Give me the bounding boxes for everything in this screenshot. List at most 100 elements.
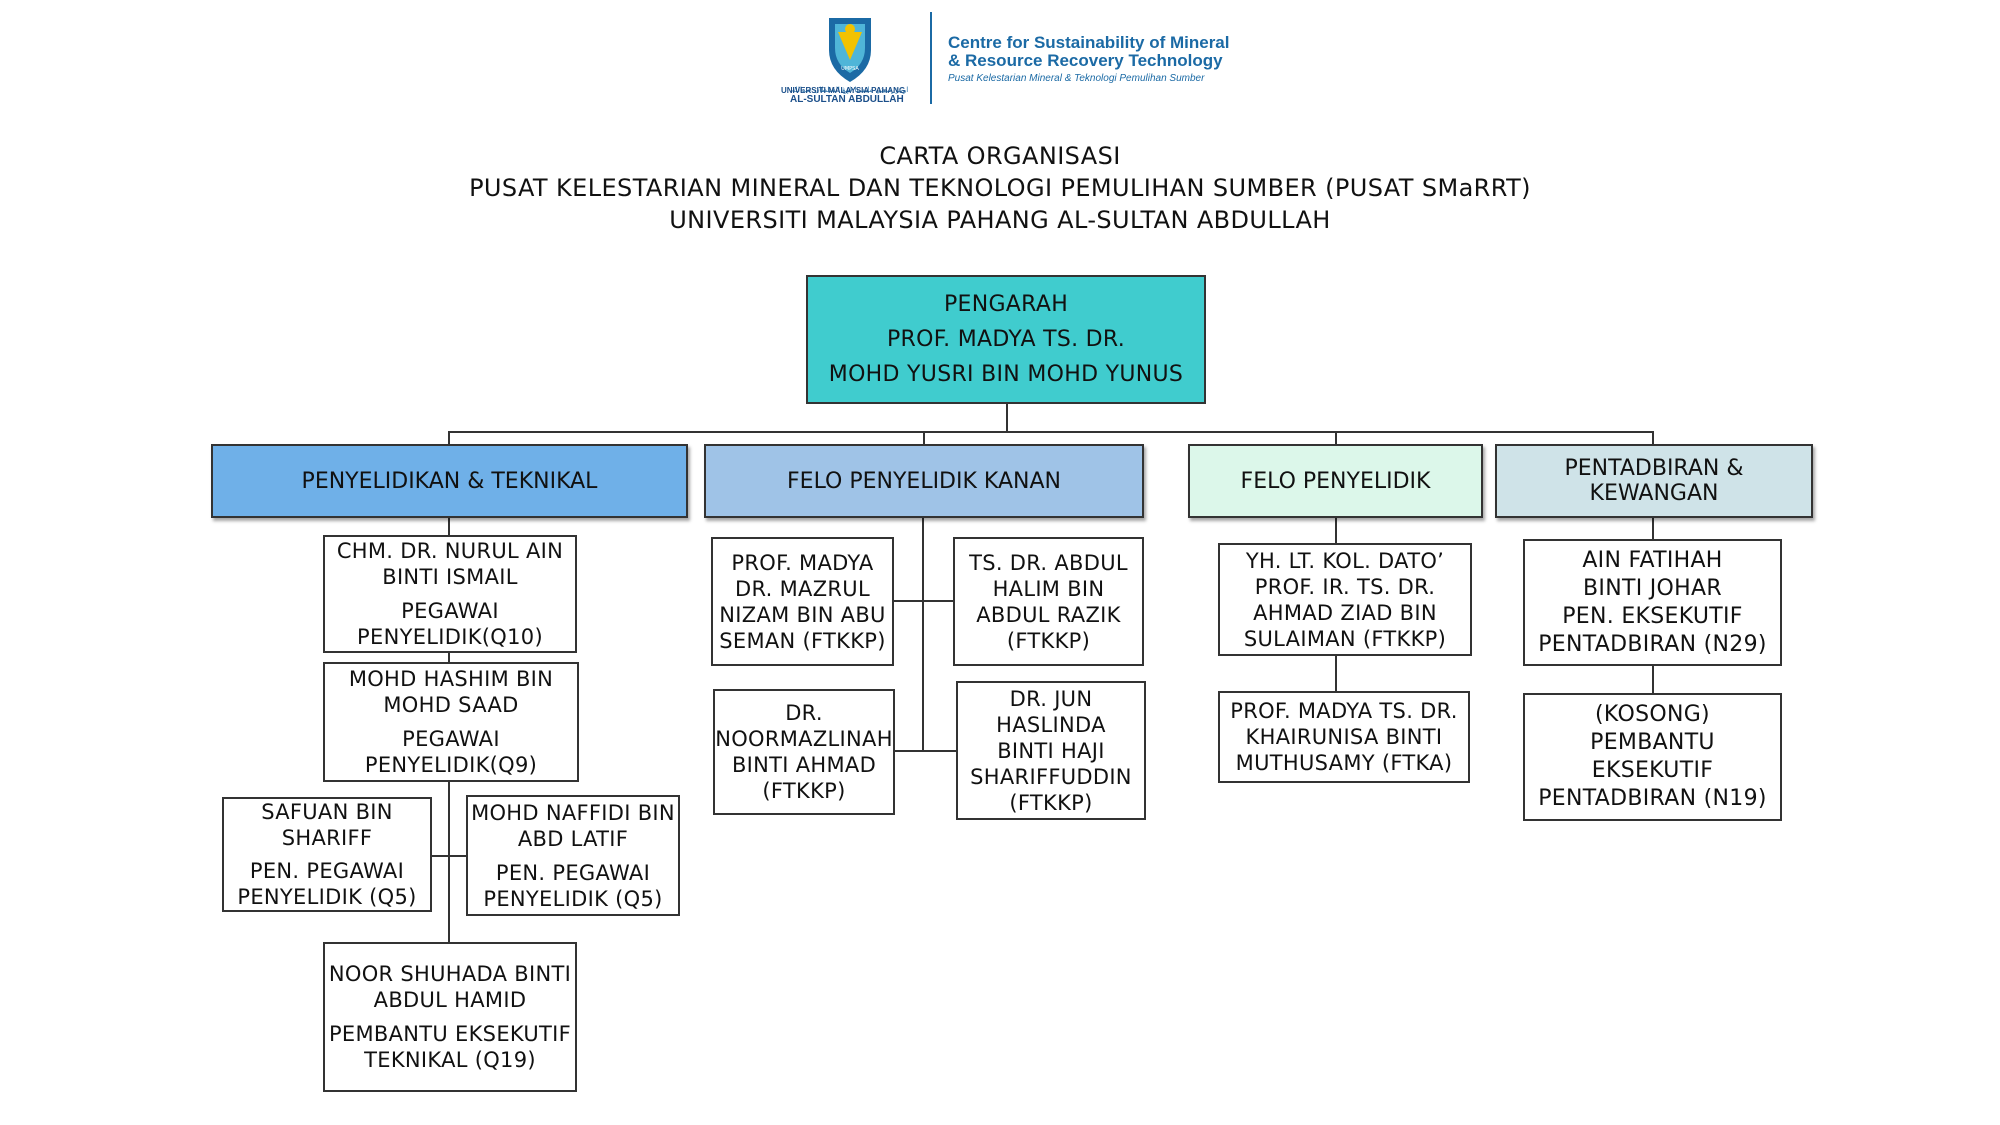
fellow-text-line: PROF. IR. TS. DR. — [1254, 574, 1436, 599]
fellow-ahmad-ziad: YH. LT. KOL. DATO’ PROF. IR. TS. DR. AHM… — [1218, 543, 1472, 656]
connector-branch-2 — [923, 431, 925, 445]
staff-position: PENYELIDIK(Q10) — [357, 625, 543, 649]
dept-admin-finance: PENTADBIRAN & KEWANGAN — [1495, 444, 1813, 518]
svg-text:اونيۏرسيتي مليسيا ڤهڠ السلطان: اونيۏرسيتي مليسيا ڤهڠ السلطان عبدالله — [792, 86, 908, 94]
fellow-text-line: (FTKKP) — [1006, 628, 1091, 653]
university-crest-icon: UMPSA اونيۏرسيتي مليسيا ڤهڠ السلطان عبدا… — [792, 18, 908, 94]
fellow-text-line: BINTI AHMAD — [731, 753, 877, 777]
chart-title-line1: CARTA ORGANISASI — [879, 142, 1121, 170]
senior-fellow-abdul-halim: TS. DR. ABDUL HALIM BIN ABDUL RAZIK (FTK… — [953, 537, 1144, 666]
fellow-text-line: AHMAD ZIAD BIN — [1253, 600, 1437, 625]
dept-fellow: FELO PENYELIDIK — [1188, 444, 1483, 518]
staff-name: SAFUAN BIN — [261, 800, 393, 824]
staff-position: PEGAWAI — [402, 727, 500, 751]
senior-fellow-noormazlinah: DR. NOORMAZLINAH BINTI AHMAD (FTKKP) — [713, 689, 895, 815]
fellow-text-line: KHAIRUNISA BINTI — [1245, 725, 1443, 749]
fellow-text-line: NIZAM BIN ABU — [719, 602, 886, 627]
staff-position: PEMBANTU EKSEKUTIF — [328, 1022, 572, 1046]
staff-name: SHARIFF — [281, 826, 373, 850]
staff-card-mohd-hashim: MOHD HASHIM BIN MOHD SAAD PEGAWAI PENYEL… — [323, 662, 579, 782]
connector-branch-horizontal — [448, 431, 1654, 433]
connector-senior-vertical — [922, 518, 924, 751]
senior-fellow-mazrul: PROF. MADYA DR. MAZRUL NIZAM BIN ABU SEM… — [711, 537, 894, 666]
fellow-text-line: DR. — [785, 701, 823, 725]
fellow-text-line: TS. DR. ABDUL — [969, 550, 1128, 575]
admin-text-line: (KOSONG) — [1595, 702, 1710, 727]
admin-kosong: (KOSONG) PEMBANTU EKSEKUTIF PENTADBIRAN … — [1523, 693, 1782, 821]
svg-text:UMPSA: UMPSA — [841, 66, 859, 72]
director-role: PENGARAH — [943, 292, 1069, 317]
director-name-line1: PROF. MADYA TS. DR. — [886, 327, 1126, 352]
centre-name-line2: & Resource Recovery Technology — [948, 51, 1223, 70]
staff-card-nurul-ain: CHM. DR. NURUL AIN BINTI ISMAIL PEGAWAI … — [323, 535, 577, 653]
connector-branch-1 — [448, 431, 450, 445]
dept-research-technical: PENYELIDIKAN & TEKNIKAL — [211, 444, 688, 518]
fellow-text-line: YH. LT. KOL. DATO’ — [1245, 548, 1445, 573]
admin-text-line: PENTADBIRAN (N19) — [1538, 786, 1767, 811]
staff-name: MOHD HASHIM BIN — [348, 667, 554, 691]
fellow-text-line: SHARIFFUDDIN — [970, 764, 1132, 789]
fellow-text-line: HASLINDA — [996, 712, 1106, 737]
staff-position: PEGAWAI — [401, 599, 499, 623]
connector-senior-h2 — [893, 750, 956, 752]
staff-name: BINTI ISMAIL — [382, 565, 518, 589]
fellow-text-line: SEMAN (FTKKP) — [719, 628, 886, 653]
connector-director-down — [1006, 404, 1008, 432]
director-box: PENGARAH PROF. MADYA TS. DR. MOHD YUSRI … — [806, 275, 1206, 404]
logo-divider — [930, 12, 932, 104]
fellow-text-line: PROF. MADYA — [731, 550, 874, 575]
staff-position: PENYELIDIK (Q5) — [237, 885, 417, 909]
centre-subtitle: Pusat Kelestarian Mineral & Teknologi Pe… — [948, 73, 1205, 84]
centre-name-line1: Centre for Sustainability of Mineral — [948, 33, 1230, 52]
fellow-khairunisa: PROF. MADYA TS. DR. KHAIRUNISA BINTI MUT… — [1218, 691, 1470, 783]
university-name-line2: AL-SULTAN ABDULLAH — [790, 94, 904, 105]
connector-branch-3 — [1335, 431, 1337, 445]
staff-position: PEN. PEGAWAI — [249, 859, 405, 883]
admin-text-line: PEMBANTU — [1590, 730, 1715, 755]
dept-senior-fellow: FELO PENYELIDIK KANAN — [704, 444, 1144, 518]
staff-position: PENYELIDIK (Q5) — [483, 886, 663, 911]
fellow-text-line: DR. JUN — [1009, 686, 1093, 711]
staff-name: MOHD NAFFIDI BIN — [471, 800, 675, 825]
staff-name: NOOR SHUHADA BINTI — [328, 962, 572, 986]
fellow-text-line: HALIM BIN — [992, 576, 1105, 601]
staff-position: PENYELIDIK(Q9) — [364, 753, 538, 777]
admin-text-line: AIN FATIHAH — [1582, 547, 1723, 573]
chart-title-line2: PUSAT KELESTARIAN MINERAL DAN TEKNOLOGI … — [469, 174, 1531, 202]
connector-fellow-1 — [1335, 518, 1337, 543]
staff-name: MOHD SAAD — [383, 693, 519, 717]
senior-fellow-jun-haslinda: DR. JUN HASLINDA BINTI HAJI SHARIFFUDDIN… — [956, 681, 1146, 820]
connector-research-q5 — [432, 855, 466, 857]
connector-admin-1 — [1652, 518, 1654, 539]
admin-text-line: PEN. EKSEKUTIF — [1562, 603, 1743, 629]
connector-branch-4 — [1652, 431, 1654, 445]
staff-card-safuan: SAFUAN BIN SHARIFF PEN. PEGAWAI PENYELID… — [222, 797, 432, 912]
staff-name: ABD LATIF — [517, 826, 629, 851]
admin-text-line: PENTADBIRAN (N29) — [1538, 631, 1767, 657]
fellow-text-line: SULAIMAN (FTKKP) — [1243, 626, 1447, 651]
director-name-line2: MOHD YUSRI BIN MOHD YUNUS — [828, 362, 1184, 387]
admin-text-line: EKSEKUTIF — [1591, 758, 1714, 783]
connector-fellow-2 — [1335, 656, 1337, 691]
chart-title-line3: UNIVERSITI MALAYSIA PAHANG AL-SULTAN ABD… — [669, 206, 1331, 234]
staff-name: ABDUL HAMID — [373, 988, 527, 1012]
fellow-text-line: MUTHUSAMY (FTKA) — [1235, 751, 1453, 775]
university-name-line1: UNIVERSITI MALAYSIA PAHANG — [781, 86, 906, 95]
staff-position: PEN. PEGAWAI — [495, 860, 651, 885]
fellow-text-line: (FTKKP) — [1009, 790, 1093, 815]
staff-card-noor-shuhada: NOOR SHUHADA BINTI ABDUL HAMID PEMBANTU … — [323, 942, 577, 1092]
fellow-text-line: BINTI HAJI — [997, 738, 1105, 763]
fellow-text-line: (FTKKP) — [762, 779, 846, 803]
fellow-text-line: NOORMAZLINAH — [715, 727, 893, 751]
fellow-text-line: DR. MAZRUL — [735, 576, 870, 601]
staff-name: CHM. DR. NURUL AIN — [336, 539, 564, 563]
university-logo: UMPSA اونيۏرسيتي مليسيا ڤهڠ السلطان عبدا… — [780, 12, 920, 107]
staff-card-mohd-naffidi: MOHD NAFFIDI BIN ABD LATIF PEN. PEGAWAI … — [466, 795, 680, 916]
staff-position: TEKNIKAL (Q19) — [364, 1048, 536, 1072]
connector-senior-h1 — [893, 600, 953, 602]
connector-admin-2 — [1652, 666, 1654, 693]
fellow-text-line: PROF. MADYA TS. DR. — [1230, 699, 1458, 723]
fellow-text-line: ABDUL RAZIK — [976, 602, 1121, 627]
admin-ain-fatihah: AIN FATIHAH BINTI JOHAR PEN. EKSEKUTIF P… — [1523, 539, 1782, 666]
admin-text-line: BINTI JOHAR — [1583, 575, 1722, 601]
